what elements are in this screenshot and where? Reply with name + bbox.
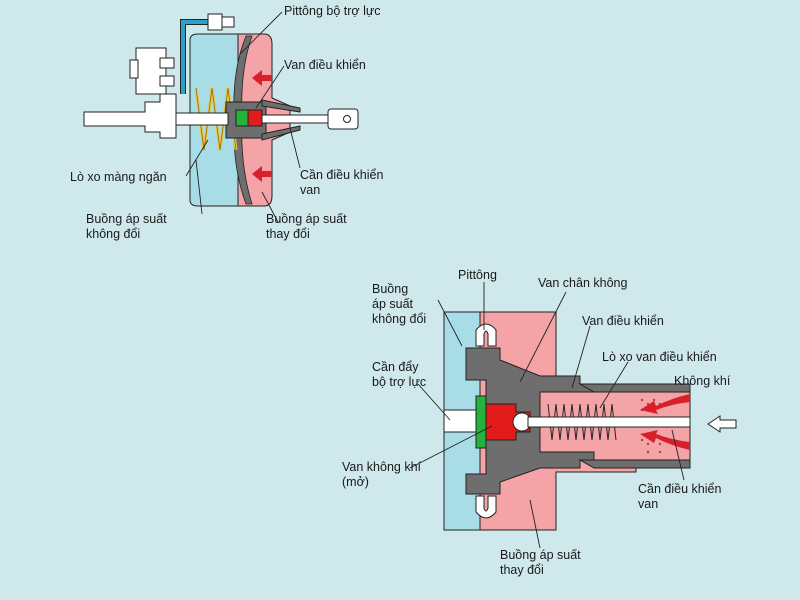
label-variable-chamber-top: Buồng áp suất thay đổi: [266, 212, 347, 241]
label-constant-chamber-top: Buồng áp suất không đổi: [86, 212, 167, 241]
top-master-cylinder: [83, 47, 177, 139]
bottom-valve-control-rod: [527, 416, 691, 428]
top-air-pressure-arrows: [252, 70, 272, 182]
label-air-valve-open: Van không khí (mở): [342, 460, 421, 489]
bottom-valve-housing: [578, 383, 691, 469]
label-constant-chamber-bottom: Buồng áp suất không đổi: [372, 282, 427, 326]
top-booster-assembly: [83, 13, 359, 207]
top-booster-piston: [233, 35, 253, 205]
label-control-valve-bottom: Van điều khiển: [582, 314, 664, 328]
label-control-valve-top: Van điều khiển: [284, 58, 366, 72]
label-control-valve-spring: Lò xo van điều khiển: [602, 350, 717, 364]
label-piston: Pittông: [458, 268, 497, 282]
label-booster-piston: Pittông bộ trợ lực: [284, 4, 381, 18]
bottom-leader-lines: [409, 282, 685, 549]
label-diaphragm-spring: Lò xo màng ngăn: [70, 170, 167, 184]
label-booster-push-rod: Cần đẩy bộ trợ lực: [372, 360, 427, 389]
top-vacuum-tube: [180, 13, 235, 94]
label-variable-chamber-bottom: Buồng áp suất thay đổi: [500, 548, 581, 577]
bottom-input-force-arrow: [707, 415, 737, 433]
top-valve-control-rod: [261, 108, 359, 130]
top-push-rod: [175, 112, 229, 126]
label-vacuum-valve: Van chân không: [538, 276, 628, 290]
bottom-piston-diaphragm-bottom: [475, 495, 497, 519]
label-valve-control-rod-bottom: Cần điều khiển van: [638, 482, 722, 511]
label-valve-control-rod-top: Cần điều khiển van: [300, 168, 384, 197]
bottom-reaction-disc: [475, 395, 487, 449]
bottom-booster-push-rod: [443, 409, 479, 433]
bottom-booster-assembly: [443, 311, 737, 531]
top-leader-lines: [185, 11, 301, 223]
bottom-air-inflow-arrows: [640, 394, 690, 450]
label-air: Không khí: [674, 374, 731, 388]
